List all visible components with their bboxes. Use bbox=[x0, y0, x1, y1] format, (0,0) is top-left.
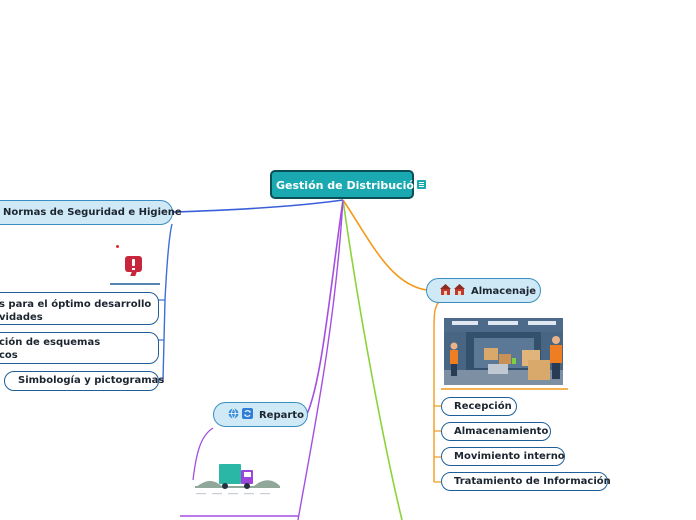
topic-almacenaje[interactable]: Almacenaje bbox=[426, 278, 541, 303]
seguridad-item-1[interactable]: s para el óptimo desarrollo vidades bbox=[0, 292, 159, 325]
warehouse-image bbox=[444, 318, 563, 385]
link-green bbox=[342, 199, 403, 520]
link-almacenaje bbox=[342, 199, 428, 291]
refresh-icon bbox=[242, 408, 254, 419]
seguridad-spine bbox=[162, 223, 173, 381]
almacenaje-item-recepcion[interactable]: Recepción bbox=[441, 397, 517, 416]
seguridad-item-1-line1: s para el óptimo desarrollo bbox=[0, 299, 152, 310]
seguridad-item-2-line1: ción de esquemas bbox=[0, 337, 101, 348]
topic-seguridad[interactable]: Normas de Seguridad e Higiene bbox=[0, 200, 182, 225]
almacenaje-item-recepcion-label: Recepción bbox=[454, 401, 512, 412]
link-seguridad bbox=[171, 199, 344, 213]
topic-reparto-label: Reparto bbox=[258, 409, 304, 421]
seguridad-item-2-line2: cos bbox=[0, 350, 18, 361]
almacenaje-item-almacenamiento-label: Almacenamiento bbox=[454, 426, 549, 437]
reparto-spine bbox=[192, 427, 214, 481]
warehouse-boxes-icon bbox=[440, 284, 451, 295]
topic-seguridad-label: Normas de Seguridad e Higiene bbox=[3, 207, 182, 218]
note-icon[interactable] bbox=[417, 180, 426, 189]
seguridad-item-2[interactable]: ción de esquemas cos bbox=[0, 332, 159, 364]
almacenaje-item-movimiento-label: Movimiento interno bbox=[454, 451, 565, 462]
seguridad-item-3-label: Simbología y pictogramas bbox=[18, 375, 165, 386]
seguridad-item-1-line2: vidades bbox=[0, 312, 43, 323]
almacenaje-item-tratamiento[interactable]: Tratamiento de Información bbox=[441, 472, 611, 491]
topic-reparto[interactable]: Reparto bbox=[213, 402, 308, 427]
central-topic[interactable]: Gestión de Distribución bbox=[270, 170, 422, 199]
topic-almacenaje-label: Almacenaje bbox=[470, 285, 537, 297]
almacenaje-item-almacenamiento[interactable]: Almacenamiento bbox=[441, 422, 551, 441]
delivery-truck-image bbox=[192, 458, 282, 496]
central-topic-label: Gestión de Distribución bbox=[276, 179, 422, 192]
link-reparto bbox=[306, 199, 344, 415]
link-purple-long bbox=[297, 199, 344, 520]
almacenaje-spine bbox=[433, 299, 442, 482]
almacenaje-item-tratamiento-label: Tratamiento de Información bbox=[454, 476, 611, 487]
seguridad-item-3[interactable]: Simbología y pictogramas bbox=[4, 371, 164, 391]
globe-icon bbox=[228, 408, 239, 419]
warehouse-boxes-icon bbox=[454, 284, 466, 295]
almacenaje-item-movimiento[interactable]: Movimiento interno bbox=[441, 447, 565, 466]
warning-pictogram-icon bbox=[110, 240, 160, 282]
